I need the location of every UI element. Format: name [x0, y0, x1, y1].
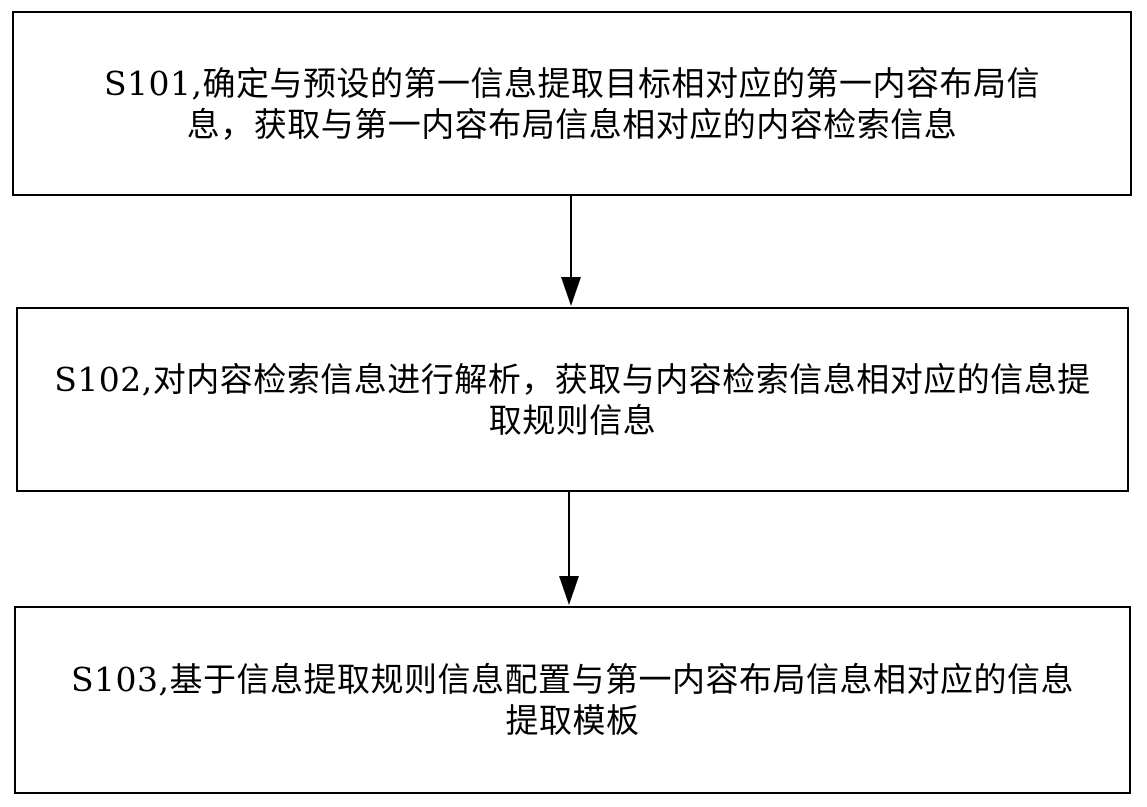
arrow-s101-to-s102	[561, 196, 581, 306]
step-s102-text: S102,对内容检索信息进行解析，获取与内容检索信息相对应的信息提取规则信息	[54, 359, 1091, 440]
step-s103-text: S103,基于信息提取规则信息配置与第一内容布局信息相对应的信息提取模板	[70, 660, 1075, 740]
arrow-s102-to-s103	[559, 492, 579, 605]
step-s103-box: S103,基于信息提取规则信息配置与第一内容布局信息相对应的信息提取模板	[14, 606, 1131, 794]
step-s101-text: S101,确定与预设的第一信息提取目标相对应的第一内容布局信息，获取与第一内容布…	[103, 63, 1041, 144]
step-s102-box: S102,对内容检索信息进行解析，获取与内容检索信息相对应的信息提取规则信息	[16, 307, 1129, 492]
step-s101-box: S101,确定与预设的第一信息提取目标相对应的第一内容布局信息，获取与第一内容布…	[12, 11, 1132, 196]
